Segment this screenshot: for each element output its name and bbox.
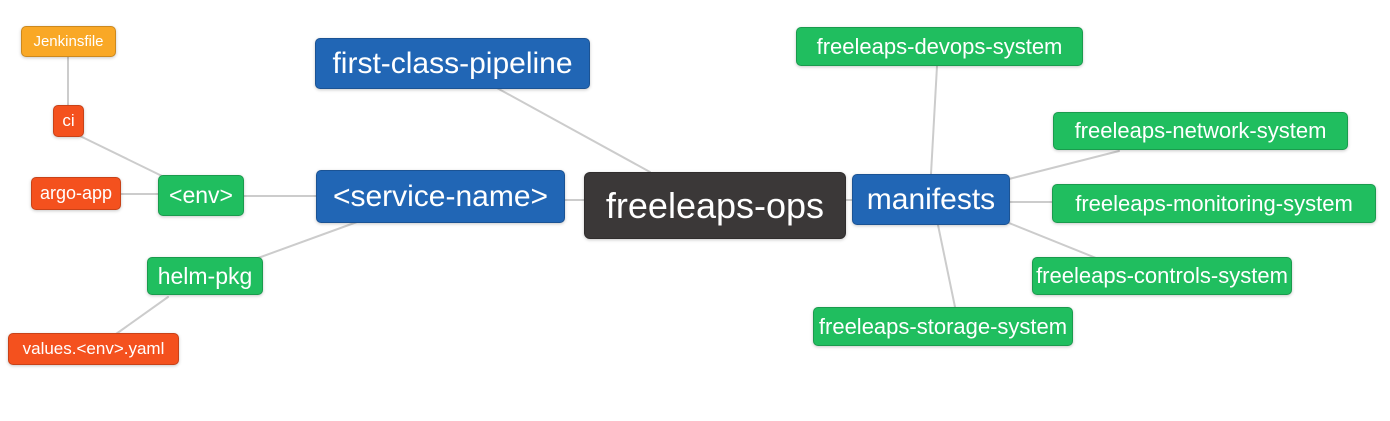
node-freeleaps-network-system[interactable]: freeleaps-network-system (1053, 112, 1348, 150)
edge-service-name-helm-pkg (257, 221, 358, 259)
edge-ci-env (79, 135, 163, 177)
node-freeleaps-controls-system[interactable]: freeleaps-controls-system (1032, 257, 1292, 295)
node-argo-app[interactable]: argo-app (31, 177, 121, 210)
node-env[interactable]: <env> (158, 175, 244, 216)
edge-helm-pkg-values-yaml (115, 296, 169, 335)
edge-manifests-network-system (1008, 150, 1120, 180)
edge-first-class-pipeline-freeleaps-ops (496, 87, 651, 173)
node-ci[interactable]: ci (53, 105, 84, 137)
node-manifests[interactable]: manifests (852, 174, 1010, 225)
node-helm-pkg[interactable]: helm-pkg (147, 257, 263, 295)
edge-manifests-storage-system (937, 224, 956, 308)
node-jenkinsfile[interactable]: Jenkinsfile (21, 26, 116, 57)
edge-manifests-devops-system (930, 65, 938, 175)
edge-manifests-controls-system (1008, 222, 1097, 259)
node-freeleaps-monitoring-system[interactable]: freeleaps-monitoring-system (1052, 184, 1376, 223)
node-values-env-yaml[interactable]: values.<env>.yaml (8, 333, 179, 365)
node-service-name[interactable]: <service-name> (316, 170, 565, 223)
node-freeleaps-ops[interactable]: freeleaps-ops (584, 172, 846, 239)
node-first-class-pipeline[interactable]: first-class-pipeline (315, 38, 590, 89)
node-freeleaps-storage-system[interactable]: freeleaps-storage-system (813, 307, 1073, 346)
node-freeleaps-devops-system[interactable]: freeleaps-devops-system (796, 27, 1083, 66)
